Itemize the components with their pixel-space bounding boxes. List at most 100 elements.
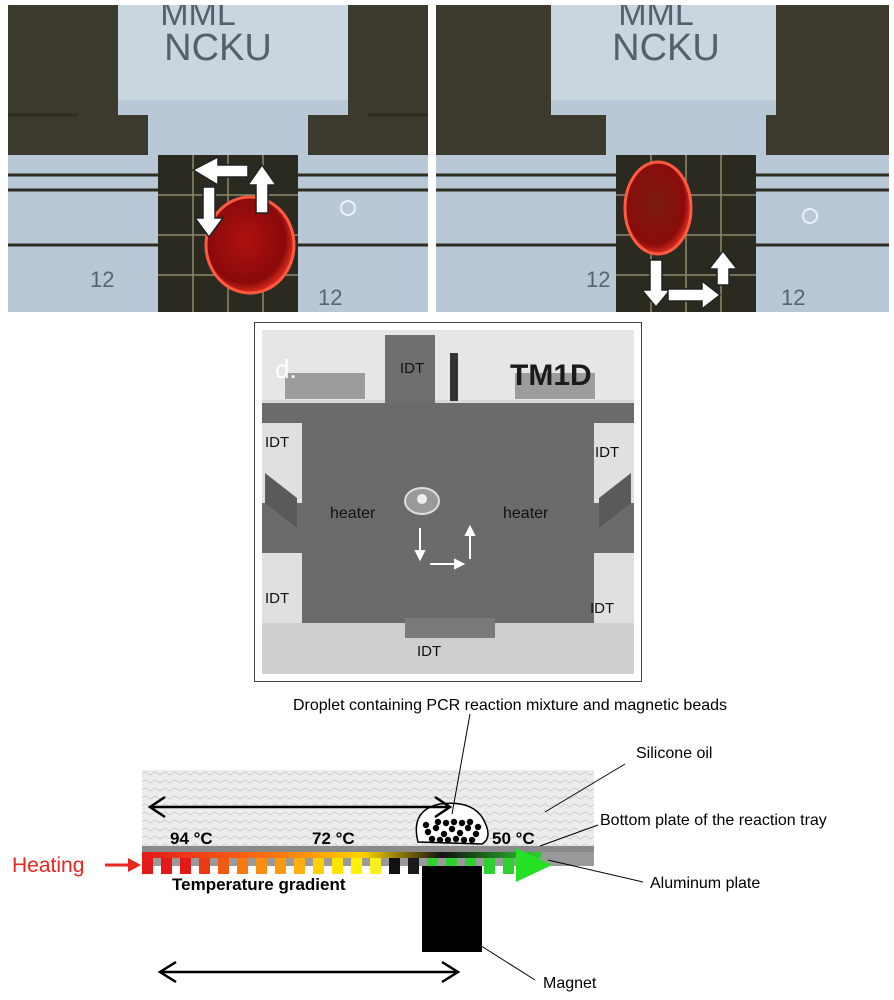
gradient-segment <box>161 858 172 874</box>
magnetic-bead <box>432 824 440 832</box>
chip-text: NCKU <box>612 27 720 69</box>
photo-panel-b: MML NCKU 12 12 <box>436 5 889 312</box>
chip-photo-a: MML NCKU 12 12 <box>8 5 428 312</box>
idt-label-left-upper: IDT <box>265 434 289 451</box>
pcr-schematic: Heating Droplet containing PCR reaction … <box>0 682 894 1000</box>
saw-chip-photo: d. TM1D IDT IDT IDT IDT IDT IDT heater h… <box>262 330 634 674</box>
arrow-right-icon <box>434 795 453 819</box>
droplet-label: Droplet containing PCR reaction mixture … <box>293 697 727 714</box>
chip-text-top: MML <box>618 5 694 33</box>
movement-arrows <box>191 155 278 239</box>
idt-label-right-upper: IDT <box>595 444 619 461</box>
magnetic-bead <box>434 818 442 826</box>
arrow-right-icon <box>667 279 722 311</box>
idt-bottom-electrode <box>405 618 495 638</box>
temp-50-label: 50 °C <box>492 829 535 848</box>
heating-arrow-icon <box>128 858 141 872</box>
schematic-svg: Heating Droplet containing PCR reaction … <box>12 697 827 992</box>
bottom-plate <box>142 846 594 852</box>
magnetic-bead <box>436 836 444 844</box>
magnetic-bead <box>466 818 474 826</box>
alignment-mark <box>802 208 818 224</box>
gradient-segment <box>332 858 343 874</box>
alignment-mark <box>340 200 356 216</box>
magnetic-bead <box>472 830 480 838</box>
leader-lines <box>451 713 644 981</box>
idt-right-fingers <box>599 473 631 528</box>
magnetic-bead <box>474 823 482 831</box>
chip-mark: TM1D <box>510 359 592 392</box>
aluminum-plate-label: Aluminum plate <box>650 875 760 892</box>
gradient-segment <box>142 858 153 874</box>
gradient-segment <box>484 858 495 874</box>
silicone-oil-label: Silicone oil <box>636 745 712 762</box>
magnetic-bead <box>424 828 432 836</box>
magnetic-bead <box>444 836 452 844</box>
magnetic-bead <box>442 819 450 827</box>
idt-right-lower-area <box>594 553 634 623</box>
electrode-pad <box>436 5 551 155</box>
gradient-segment <box>256 858 267 874</box>
magnetic-bead <box>468 836 476 844</box>
gradient-segment <box>351 858 362 874</box>
pad-number-right: 12 <box>318 285 342 310</box>
electrode-pad <box>348 5 428 155</box>
gradient-segment <box>313 858 324 874</box>
gradient-segment <box>408 858 419 874</box>
magnet-label: Magnet <box>543 975 597 992</box>
electrode-pad <box>308 115 348 155</box>
chip-window <box>551 5 776 100</box>
pad-number-left: 12 <box>586 267 610 292</box>
idt-label-top: IDT <box>400 360 424 377</box>
arrow-up-icon <box>464 524 476 536</box>
magnetic-bead <box>464 824 472 832</box>
idt-left-lower-area <box>262 553 302 623</box>
gradient-segment <box>389 858 400 874</box>
magnetic-bead <box>452 835 460 843</box>
photo-panel-d: d. TM1D IDT IDT IDT IDT IDT IDT heater h… <box>254 322 642 682</box>
red-droplet <box>623 160 693 256</box>
electrode-pad <box>88 115 148 155</box>
temp-94-label: 94 °C <box>170 829 213 848</box>
idt-label-left-lower: IDT <box>265 590 289 607</box>
electrode-pad <box>546 115 606 155</box>
pad-number-right: 12 <box>781 285 805 310</box>
arrow-left-icon <box>157 960 177 984</box>
chip-photo-b: MML NCKU 12 12 <box>436 5 889 312</box>
magnetic-bead <box>456 829 464 837</box>
arrow-up-icon <box>707 249 739 286</box>
gradient-segment <box>218 858 229 874</box>
gradient-segment <box>503 858 514 874</box>
electrode-pad <box>515 373 595 399</box>
movement-arrows <box>640 249 739 311</box>
gradient-segment <box>237 858 248 874</box>
magnetic-bead <box>448 825 456 833</box>
arrow-down-icon <box>193 186 225 239</box>
arrow-left-icon <box>147 795 166 819</box>
photo-panel-a: MML NCKU 12 12 <box>8 5 428 312</box>
gradient-segment <box>199 858 210 874</box>
arrow-right-icon <box>441 960 461 984</box>
magnetic-bead <box>458 819 466 827</box>
pad-number-left: 12 <box>90 267 114 292</box>
idt-label-right-lower: IDT <box>590 600 614 617</box>
gradient-segment <box>370 858 381 874</box>
movement-arrows <box>414 524 476 570</box>
magnetic-bead <box>422 821 430 829</box>
red-droplet <box>204 195 296 295</box>
heater-label-left: heater <box>330 505 376 522</box>
heating-label: Heating <box>12 854 84 877</box>
gradient-segment <box>294 858 305 874</box>
temp-72-label: 72 °C <box>312 829 355 848</box>
heater-body <box>262 403 634 623</box>
electrode-pad <box>766 115 806 155</box>
chip-text: NCKU <box>164 27 272 69</box>
gradient-segment <box>180 858 191 874</box>
temperature-gradient-label: Temperature gradient <box>172 875 346 894</box>
chip-text-top: MML <box>160 5 236 33</box>
arrow-down-icon <box>414 550 426 562</box>
magnet <box>422 866 482 952</box>
electrode-traces <box>436 173 889 247</box>
arrow-left-icon <box>191 155 249 187</box>
arrow-right-icon <box>454 558 466 570</box>
